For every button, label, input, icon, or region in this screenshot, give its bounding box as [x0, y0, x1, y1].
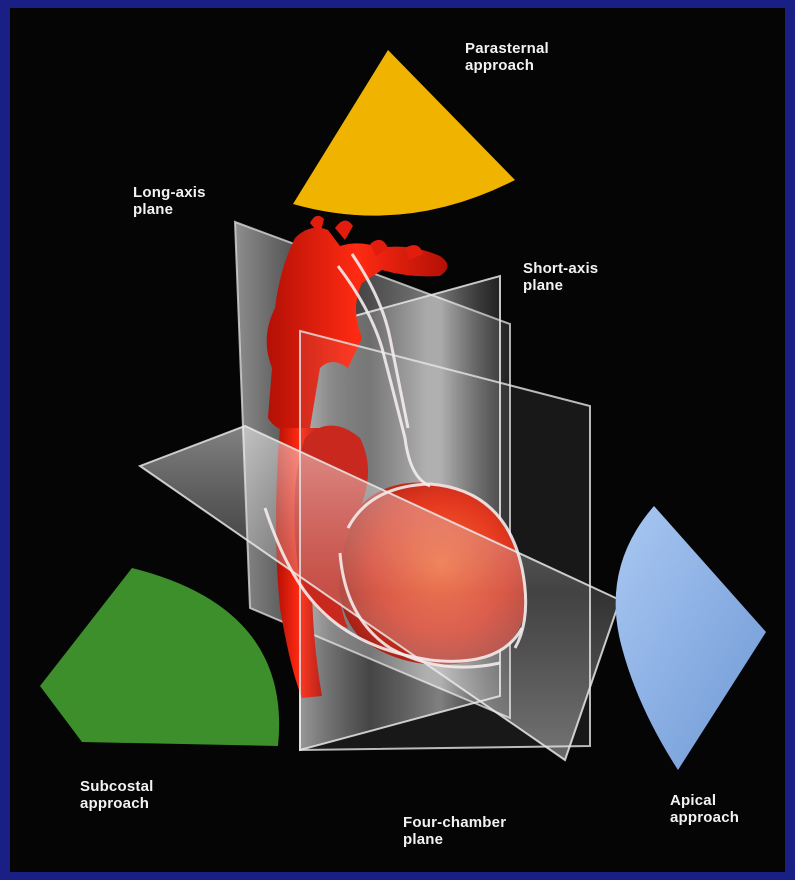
- short-axis-plane-label: Short-axis plane: [523, 260, 598, 294]
- echocardiography-planes-illustration: [10, 8, 785, 872]
- long-axis-plane-label: Long-axis plane: [133, 184, 206, 218]
- four-chamber-plane-label: Four-chamber plane: [403, 814, 506, 848]
- front-vertical-plane: [300, 331, 590, 750]
- parasternal-approach-label: Parasternal approach: [465, 40, 549, 74]
- parasternal-transducer-fan: [293, 50, 515, 216]
- apical-transducer-fan: [616, 506, 766, 770]
- subcostal-approach-label: Subcostal approach: [80, 778, 153, 812]
- subcostal-transducer-fan: [40, 568, 279, 746]
- apical-approach-label: Apical approach: [670, 792, 739, 826]
- diagram-frame: Parasternal approach Long-axis plane Sho…: [10, 8, 785, 872]
